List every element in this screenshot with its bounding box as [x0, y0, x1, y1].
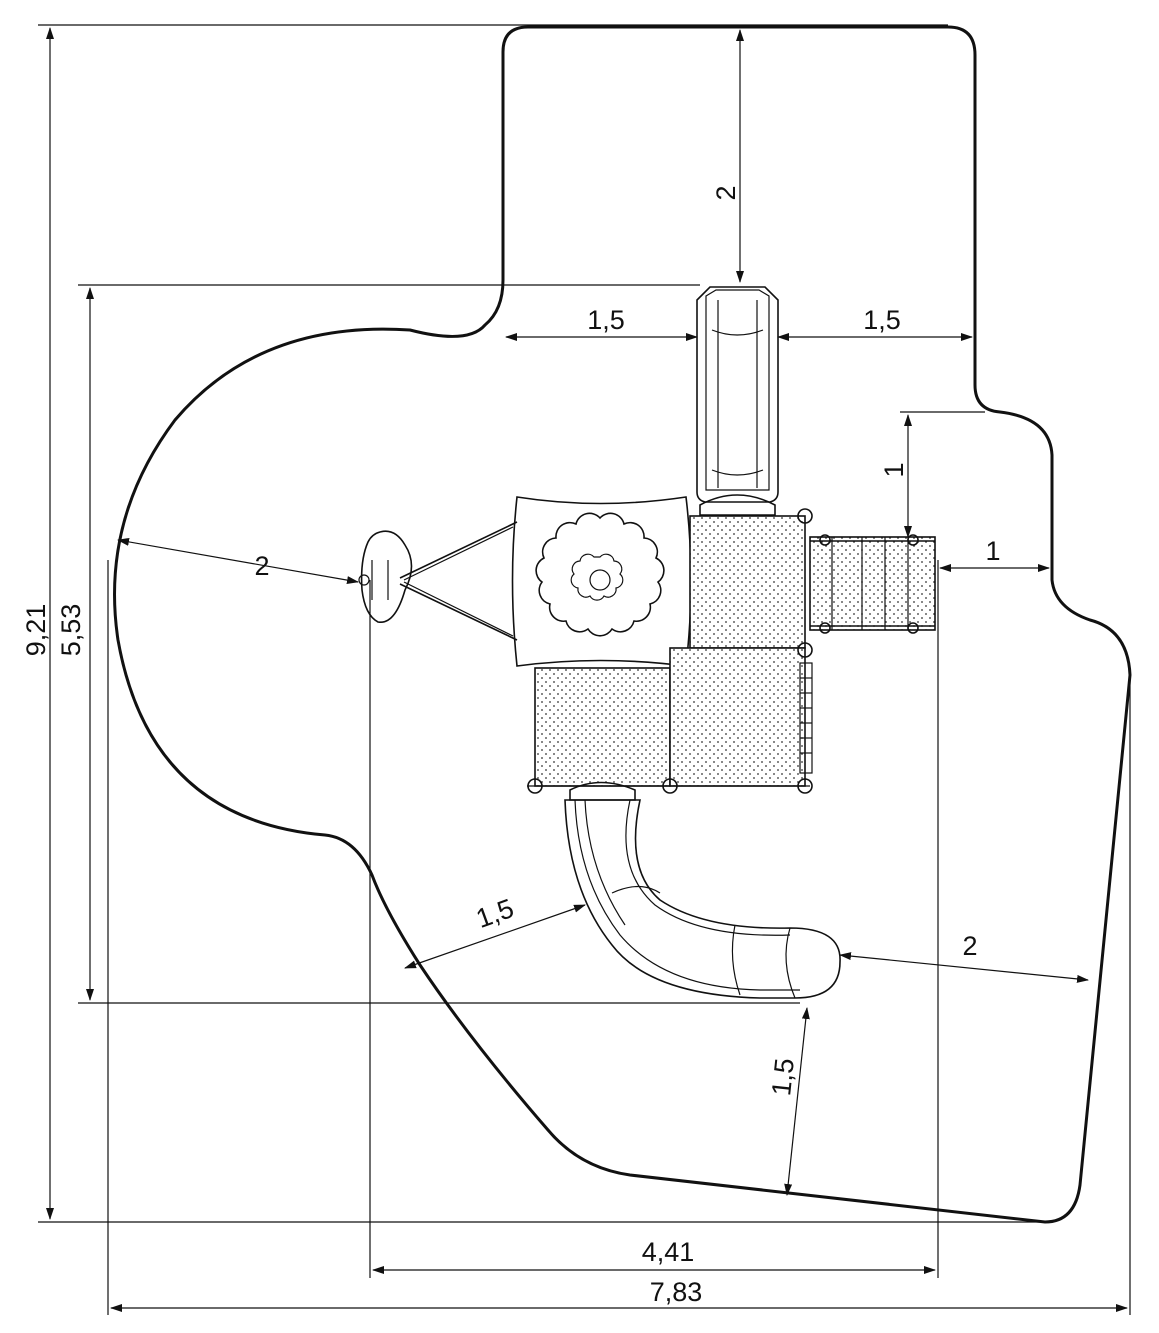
dim-left-clearance: 2: [254, 551, 269, 581]
safety-zone-outline: [113, 25, 1132, 1224]
spring-rider: [358, 521, 518, 641]
stairs: [809, 536, 936, 631]
dim-top-right-offset: 1,5: [863, 305, 901, 335]
dim-slide-end: 2: [962, 931, 977, 961]
dim-top-clearance: 2: [711, 185, 741, 200]
ladder: [799, 662, 813, 774]
extension-lines: [38, 24, 1131, 1315]
dim-stair-vertical: 1: [879, 462, 909, 477]
dim-slide-side: 1,5: [472, 893, 518, 934]
dim-overall-height: 9,21: [21, 604, 51, 657]
dim-slide-bottom: 1,5: [766, 1057, 800, 1097]
dimension-lines: [46, 27, 1128, 1312]
straight-slide: [696, 286, 779, 516]
dim-footprint-height: 5,53: [56, 604, 86, 657]
posts: [527, 508, 919, 794]
roof-panel: [511, 496, 692, 667]
deck-lower-left: [534, 667, 671, 787]
dim-top-left-offset: 1,5: [587, 305, 625, 335]
dim-overall-width: 7,83: [650, 1277, 703, 1307]
dim-stair-horizontal: 1: [985, 536, 1000, 566]
deck-upper-right: [689, 515, 806, 649]
deck-lower-right: [669, 647, 806, 787]
dim-footprint-width: 4,41: [642, 1237, 695, 1267]
curved-slide: [564, 781, 841, 999]
